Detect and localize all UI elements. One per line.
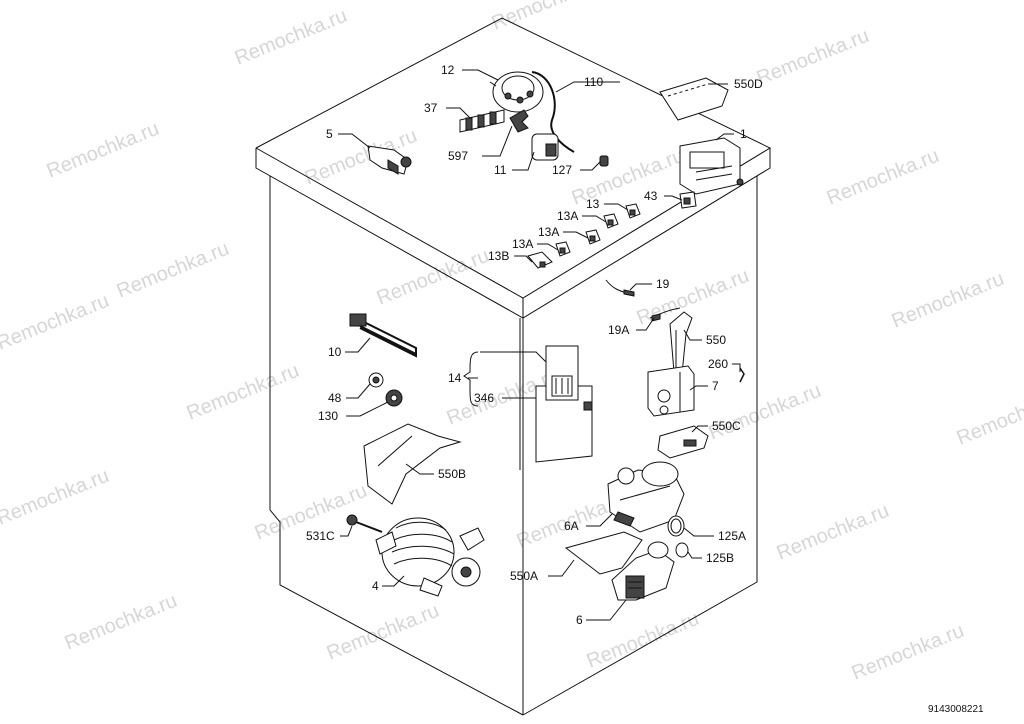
label-13: 13: [586, 197, 600, 211]
label-550C: 550C: [712, 419, 741, 433]
sensor-19A: [649, 307, 681, 322]
label-4: 4: [372, 579, 379, 593]
label-43: 43: [644, 189, 658, 203]
label-125B: 125B: [706, 551, 734, 565]
drawing-reference-number: 9143008221: [928, 704, 984, 715]
label-550A: 550A: [510, 569, 538, 583]
label-12: 12: [441, 63, 455, 77]
label-130: 130: [318, 409, 338, 423]
label-13B: 13B: [488, 249, 509, 263]
label-125A: 125A: [718, 529, 746, 543]
grommet-127: [599, 155, 609, 167]
leader-lines: [338, 69, 741, 621]
dispenser-housing-346: [535, 385, 593, 463]
sensor-19: [605, 279, 635, 297]
label-13A-1: 13A: [557, 209, 578, 223]
pressure-hose-110: [531, 71, 575, 153]
watermark: Remochka.ru: [824, 145, 943, 210]
terminal-block-37: [459, 109, 505, 133]
cabinet-outline: [255, 17, 772, 716]
label-11: 11: [494, 163, 507, 177]
label-550B: 550B: [438, 467, 466, 481]
pressure-switch-12: [489, 71, 544, 113]
label-48: 48: [328, 391, 342, 405]
watermark: Remochka.ru: [584, 608, 703, 673]
label-260: 260: [708, 357, 728, 371]
heater-10: [349, 313, 417, 358]
watermark: Remochka.ru: [232, 5, 351, 70]
label-10: 10: [328, 345, 342, 359]
valve-5: [367, 145, 412, 175]
label-13A-2: 13A: [538, 225, 559, 239]
clip-260: [739, 367, 745, 383]
seal-125A: [667, 515, 685, 537]
watermark: Remochka.ru: [0, 290, 112, 355]
label-346: 346: [474, 391, 494, 405]
cover-550: [669, 311, 693, 375]
connector-13B: [527, 251, 553, 269]
part-labels: 12 110 550D 37 1 5 597 11 127 43 13 13A …: [306, 63, 763, 627]
watermark: Remochka.ru: [0, 465, 112, 530]
watermark: Remochka.ru: [114, 238, 233, 303]
module-1: [679, 137, 744, 195]
brace-14: [463, 351, 479, 407]
part-48: [368, 372, 384, 388]
watermark: Remochka.ru: [44, 118, 163, 183]
part-130: [385, 389, 403, 407]
watermark: Remochka.ru: [706, 380, 825, 445]
watermark: Remochka.ru: [634, 265, 753, 330]
watermark: Remochka.ru: [849, 620, 968, 685]
label-531C: 531C: [306, 529, 335, 543]
watermark: Remochka.ru: [889, 268, 1008, 333]
watermark: Remochka.ru: [954, 385, 1024, 450]
label-37: 37: [424, 101, 438, 115]
cover-550A: [564, 531, 643, 575]
bracket-597: [509, 109, 529, 133]
label-7: 7: [712, 379, 719, 393]
connector-43: [679, 191, 697, 209]
watermark: Remochka.ru: [489, 0, 608, 35]
seal-125B: [675, 542, 689, 558]
block-7: [647, 365, 695, 417]
watermark: Remochka.ru: [374, 245, 493, 310]
pump-housing-6A: [607, 461, 685, 533]
label-5: 5: [326, 127, 333, 141]
label-550: 550: [706, 333, 726, 347]
label-550D: 550D: [734, 77, 763, 91]
label-13A-3: 13A: [512, 237, 533, 251]
connector-13A-1: [603, 213, 619, 229]
label-6A: 6A: [564, 519, 579, 533]
pump-6: [611, 541, 675, 601]
capacitor-11: [531, 133, 559, 161]
cover-550D: [659, 77, 729, 121]
label-19: 19: [656, 277, 670, 291]
motor-4: [375, 517, 485, 597]
cover-550B: [363, 423, 462, 505]
label-19A: 19A: [608, 323, 629, 337]
label-597: 597: [448, 149, 468, 163]
cover-550C: [657, 425, 709, 459]
watermark: Remochka.ru: [324, 600, 443, 665]
watermark: Remochka.ru: [62, 590, 181, 655]
watermark: Remochka.ru: [754, 25, 873, 90]
label-1: 1: [740, 127, 747, 141]
dispenser-drawer-14: [545, 345, 579, 403]
connector-13A-3: [555, 241, 571, 257]
connector-13: [625, 203, 641, 219]
watermark: Remochka.ru: [774, 500, 893, 565]
label-6: 6: [576, 613, 583, 627]
watermark: Remochka.ru: [184, 360, 303, 425]
screw-531C: [346, 514, 383, 533]
label-127: 127: [552, 163, 572, 177]
connector-13A-2: [585, 229, 601, 245]
label-110: 110: [584, 75, 603, 89]
label-14: 14: [448, 371, 462, 385]
